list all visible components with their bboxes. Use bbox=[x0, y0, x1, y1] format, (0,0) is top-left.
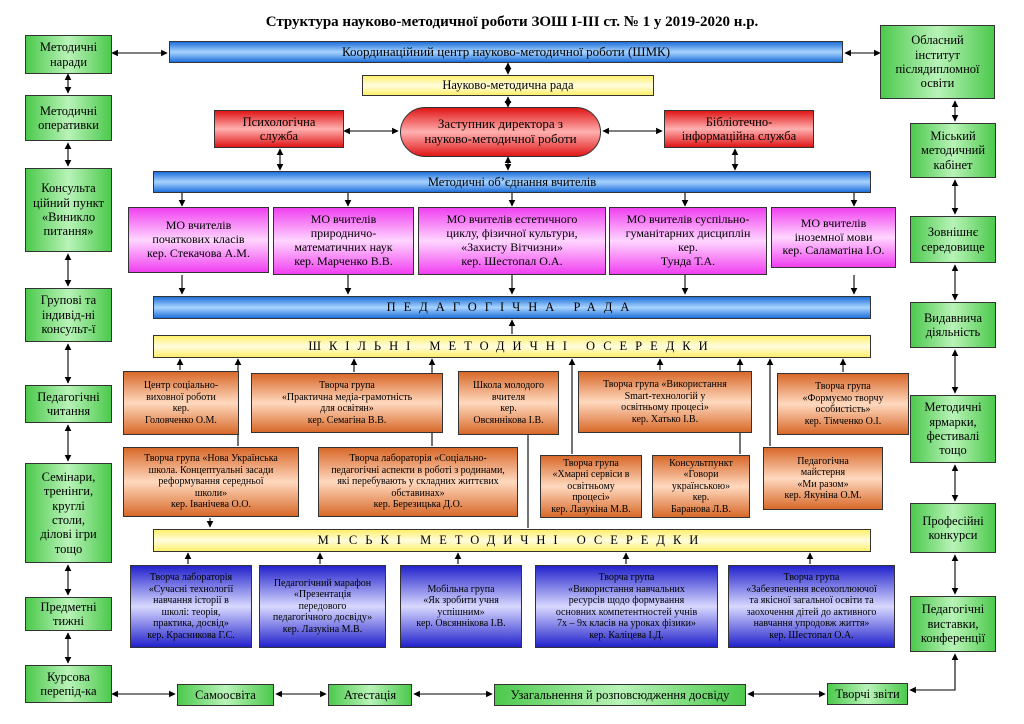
right-item-oblast-institute: Обласний інститут післядипломної освіти bbox=[880, 25, 995, 99]
left-item-methodical-meetings: Методичні наради bbox=[25, 35, 112, 74]
city-group-inclusive-education: Творча група «Забезпечення всеохоплюючої… bbox=[728, 565, 895, 648]
school-group-speak-ukrainian: Консультпункт «Говори українською» кер. … bbox=[652, 455, 750, 518]
city-group-pedagogical-marathon: Педагогічний марафон «Презентація передо… bbox=[259, 565, 386, 648]
school-group-together-workshop: Педагогічна майстерня «Ми разом» кер. Як… bbox=[763, 447, 883, 510]
school-group-smart-technologies: Творча група «Використання Smart-техноло… bbox=[578, 371, 752, 433]
mo-humanities: МО вчителів суспільно- гуманітарних дисц… bbox=[609, 207, 767, 275]
school-centers-bar: ШКІЛЬНІ МЕТОДИЧНІ ОСЕРЕДКИ bbox=[153, 335, 871, 358]
bottom-item-creative-reports: Творчі звіти bbox=[827, 683, 908, 705]
right-item-exhibitions: Педагогічні виставки, конференції bbox=[910, 596, 996, 652]
right-item-competitions: Професійні конкурси bbox=[910, 503, 996, 553]
school-group-cloud-services: Творча група «Хмарні сервіси в освітньом… bbox=[540, 455, 642, 518]
pedagogical-council-bar: ПЕДАГОГІЧНА РАДА bbox=[153, 296, 871, 319]
left-item-seminars: Семінари, тренінги, круглі столи, ділові… bbox=[25, 463, 112, 563]
bottom-item-attestation: Атестація bbox=[328, 684, 412, 706]
school-group-social-pedagogical-lab: Творча лабораторія «Соціально- педагогіч… bbox=[318, 447, 518, 517]
coordination-center-bar: Координаційний центр науково-методичної … bbox=[169, 41, 843, 63]
page-title: Структура науково-методичної роботи ЗОШ … bbox=[265, 14, 759, 30]
right-item-external-environment: Зовнішнє середовище bbox=[910, 216, 996, 263]
school-group-creative-personality: Творча група «Формуємо творчу особистіст… bbox=[777, 373, 909, 435]
right-item-fairs-festivals: Методичні ярмарки, фестивалі тощо bbox=[910, 395, 996, 463]
left-item-consultations: Групові та індивід-ні консульт-ї bbox=[25, 288, 112, 342]
right-item-publishing: Видавнича діяльність bbox=[910, 302, 996, 348]
teacher-associations-bar: Методичні об’єднання вчителів bbox=[153, 171, 871, 193]
left-item-retraining: Курсова перепід-ка bbox=[25, 665, 112, 703]
school-group-new-ukrainian-school: Творча група «Нова Українська школа. Кон… bbox=[123, 447, 299, 517]
city-centers-bar: МІСЬКІ МЕТОДИЧНІ ОСЕРЕДКИ bbox=[153, 529, 871, 552]
bottom-item-self-education: Самоосвіта bbox=[177, 684, 274, 706]
psych-service-box: Психологічна служба bbox=[214, 110, 344, 148]
school-group-social-center: Центр соціально- виховної роботи кер. Го… bbox=[123, 371, 239, 435]
mo-foreign-language: МО вчителів іноземної мови кер. Саламаті… bbox=[771, 207, 896, 268]
library-service-box: Бібліотечно- інформаційна служба bbox=[664, 110, 814, 148]
city-group-mobile-group: Мобільна група «Як зробити учня успішним… bbox=[400, 565, 522, 648]
left-item-methodical-briefings: Методичні оперативки bbox=[25, 95, 112, 141]
bottom-item-experience-sharing: Узагальнення й розповсюдження досвіду bbox=[494, 684, 746, 706]
scientific-council-bar: Науково-методична рада bbox=[362, 75, 654, 96]
mo-primary-classes: МО вчителів початкових класів кер. Стека… bbox=[128, 207, 269, 273]
left-item-consulting-point: Консульта ційний пункт «Виникло питання» bbox=[25, 168, 112, 252]
city-group-history-lab: Творча лабораторія «Сучасні технології н… bbox=[130, 565, 252, 648]
city-group-physics-resources: Творча група «Використання навчальних ре… bbox=[535, 565, 718, 648]
mo-aesthetic-cycle: МО вчителів естетичного циклу, фізичної … bbox=[418, 207, 606, 275]
school-group-young-teacher: Школа молодого вчителя кер. Овсяннікова … bbox=[458, 371, 559, 435]
school-group-media-literacy: Творча група «Практична медіа-грамотніст… bbox=[251, 373, 443, 433]
mo-natural-math: МО вчителів природничо- математичних нау… bbox=[273, 207, 414, 275]
deputy-director-box: Заступник директора з науково-методичної… bbox=[400, 107, 601, 157]
right-item-city-cabinet: Міський методичний кабінет bbox=[910, 123, 996, 178]
left-item-subject-weeks: Предметні тижні bbox=[25, 597, 112, 631]
left-item-pedagogical-readings: Педагогічні читання bbox=[25, 385, 112, 423]
